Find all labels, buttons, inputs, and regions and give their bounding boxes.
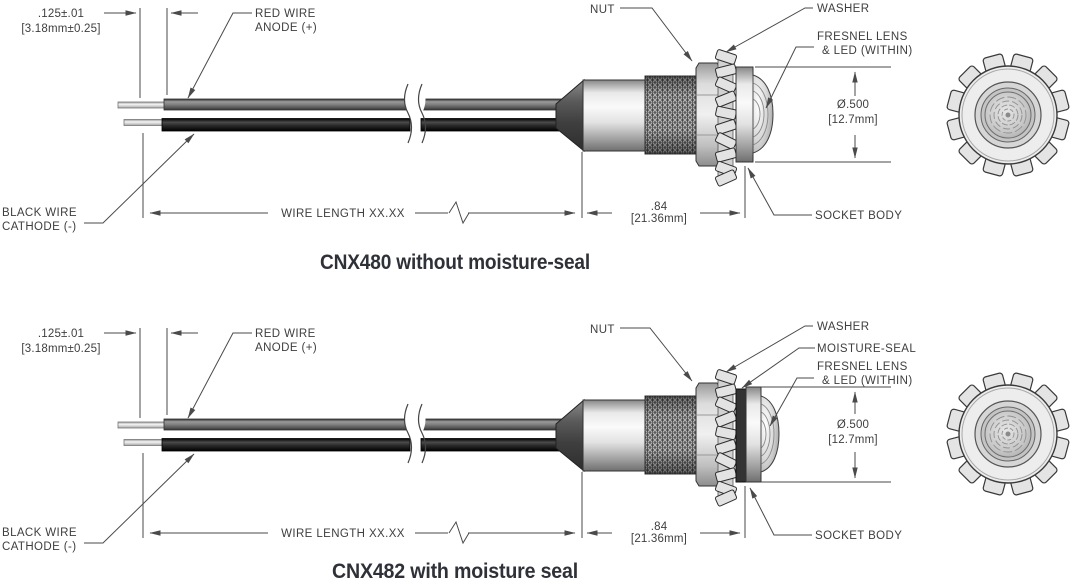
lead-length-dim-in: .125±.01 <box>38 8 84 20</box>
black-wire-label-line1: BLACK WIRE <box>2 207 77 219</box>
socket-body-label: SOCKET BODY <box>815 210 902 222</box>
red-wire-label-line2: ANODE (+) <box>255 342 317 354</box>
lens-assembly-with-seal <box>735 386 780 483</box>
black-wire-label-line1: BLACK WIRE <box>2 527 77 539</box>
indicator-front-view <box>945 371 1071 497</box>
indicator-side-view <box>117 48 738 188</box>
indicator-front-view <box>945 52 1071 178</box>
lead-length-dim-mm: [3.18mm±0.25] <box>21 23 100 35</box>
fresnel-label-line2: & LED (WITHIN) <box>822 45 913 57</box>
nut-label: NUT <box>590 324 615 336</box>
wire-length-label: WIRE LENGTH XX.XX <box>281 208 405 220</box>
black-wire-label-line2: CATHODE (-) <box>2 221 76 233</box>
red-wire-label-line2: ANODE (+) <box>255 22 317 34</box>
wire-length-label: WIRE LENGTH XX.XX <box>281 528 405 540</box>
diagram-cnx482: .125±.01 [3.18mm±0.25] RED WIRE ANODE (+… <box>2 321 1071 583</box>
lens-assembly <box>735 66 774 163</box>
diameter-dim-mm: [12.7mm] <box>828 114 878 126</box>
diameter-dim-in: Ø.500 <box>837 99 869 111</box>
dim-text-mask <box>820 96 886 127</box>
diagram-title-cnx482: CNX482 with moisture seal <box>332 559 578 583</box>
washer-label: WASHER <box>817 321 869 333</box>
leader-lines <box>84 325 815 544</box>
lead-length-dim-in: .125±.01 <box>38 328 84 340</box>
red-wire-label-line1: RED WIRE <box>255 328 316 340</box>
fresnel-label-line2: & LED (WITHIN) <box>822 375 913 387</box>
lead-length-dim-mm: [3.18mm±0.25] <box>21 343 100 355</box>
leader-lines <box>84 7 814 224</box>
black-wire-label-line2: CATHODE (-) <box>2 541 76 553</box>
nut-label: NUT <box>590 4 615 16</box>
body-length-dim-in: .84 <box>651 521 668 533</box>
diameter-dim-mm: [12.7mm] <box>828 434 878 446</box>
washer-label: WASHER <box>817 3 869 15</box>
dimension-lines <box>104 8 891 225</box>
fresnel-label-line1: FRESNEL LENS <box>817 361 908 373</box>
moisture-seal-label: MOISTURE-SEAL <box>817 343 916 355</box>
dimension-lines <box>104 328 891 545</box>
indicator-side-view <box>117 368 738 508</box>
red-wire-label-line1: RED WIRE <box>255 8 316 20</box>
socket-body-label: SOCKET BODY <box>815 530 902 542</box>
diagram-title-cnx480: CNX480 without moisture-seal <box>320 250 590 274</box>
diameter-dim-in: Ø.500 <box>837 419 869 431</box>
body-length-dim-mm: [21.36mm] <box>631 213 687 225</box>
fresnel-label-line1: FRESNEL LENS <box>817 31 908 43</box>
diagram-cnx480: .125±.01 [3.18mm±0.25] RED WIRE ANODE (+… <box>2 3 1071 274</box>
dim-text-mask <box>820 414 886 447</box>
body-length-dim-mm: [21.36mm] <box>631 533 687 545</box>
body-length-dim-in: .84 <box>651 201 668 213</box>
